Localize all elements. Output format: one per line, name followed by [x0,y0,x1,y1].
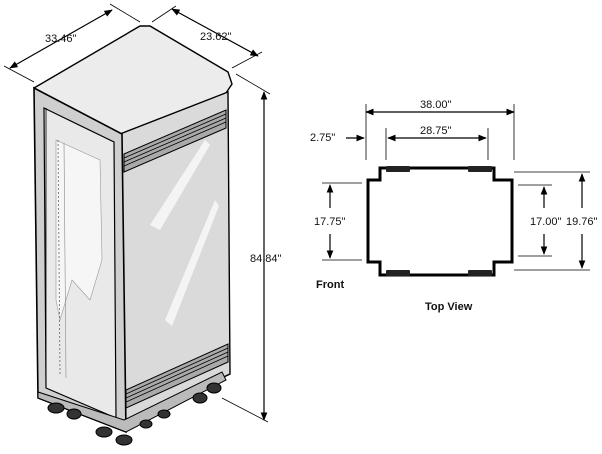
front-label: Front [316,279,344,291]
dim-overall-width: 38.00" [365,99,515,160]
cabinet-isometric [33,25,233,446]
caster-wheels [47,382,222,446]
side-reflection-2 [165,200,219,326]
dim-width-label: 23.62" [200,31,232,43]
dim-offset-label: 2.75" [310,132,335,144]
dim-inner-width-label: 28.75" [420,125,452,137]
top-view-body [366,166,514,277]
dim-right-outer-depth-label: 19.76" [566,216,598,228]
dim-left-depth: 17.75" [314,182,362,261]
dim-right-outer-depth: 19.76" [514,171,598,271]
cabinet-base [37,371,227,433]
glass-reflection [55,139,103,321]
top-view-corner-parts [386,166,492,276]
dim-inner-width: 2.75" 28.75" [310,125,489,160]
top-view-outline [366,166,514,277]
dim-left-depth-label: 17.75" [314,216,346,228]
dim-depth: 33.46" [3,3,141,83]
dim-height-label: 84.84" [250,253,282,265]
dim-right-inner-depth-label: 17.00" [530,216,562,228]
top-view-caption: Top View [425,301,473,313]
dim-depth-label: 33.46" [45,33,77,45]
dim-overall-width-label: 38.00" [420,99,452,111]
dim-right-inner-depth: 17.00" [518,184,562,257]
dim-height: 84.84" [221,73,282,423]
dim-width: 23.62" [151,5,263,69]
side-reflection [150,140,210,230]
